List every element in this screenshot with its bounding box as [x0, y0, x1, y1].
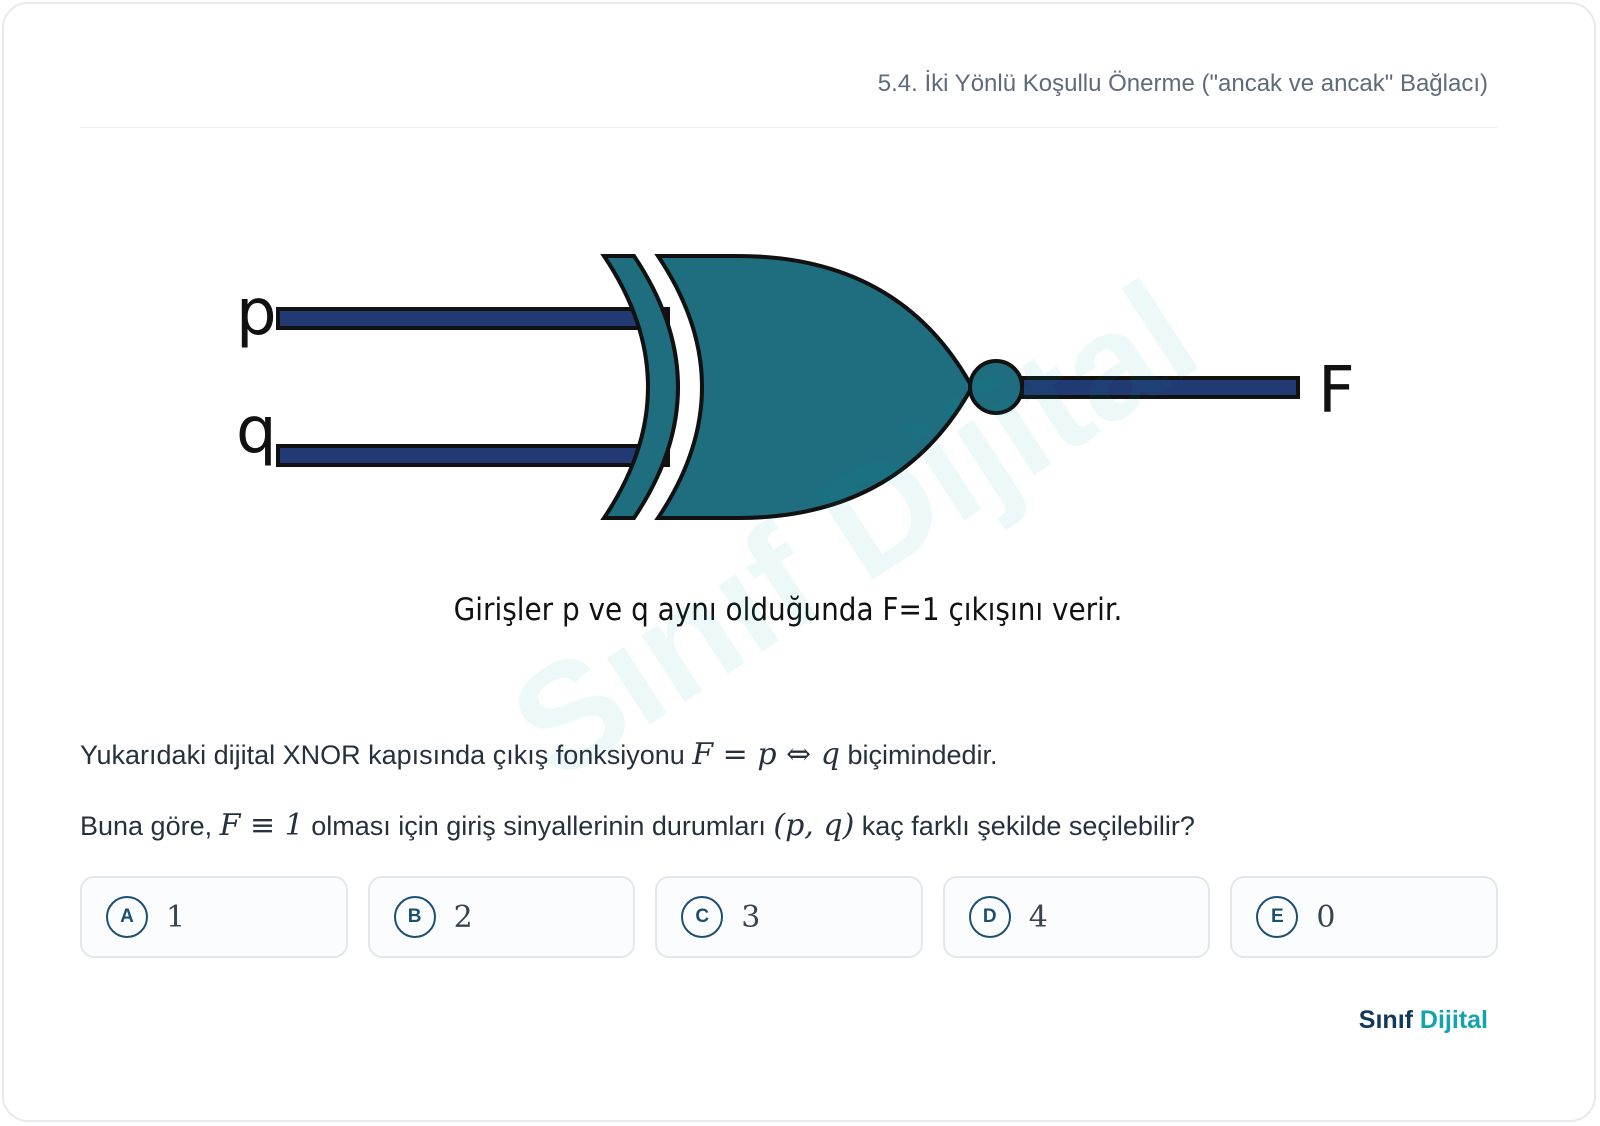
option-letter: B [393, 896, 436, 938]
question-text: olması için giriş sinyallerinin durumlar… [303, 811, 774, 841]
option-value: 3 [741, 899, 761, 935]
label-p: p [236, 276, 277, 350]
option-b[interactable]: B 2 [367, 876, 636, 958]
question-text: biçimindedir. [839, 740, 998, 770]
option-letter: C [681, 896, 724, 938]
option-a[interactable]: A 1 [80, 876, 348, 958]
option-d[interactable]: D 4 [942, 876, 1211, 958]
question-text: Yukarıdaki dijital XNOR kapısında çıkış … [80, 740, 693, 770]
xnor-gate-body [654, 254, 975, 520]
option-letter: E [1256, 896, 1299, 938]
option-value: 0 [1316, 899, 1336, 935]
option-letter: A [106, 896, 148, 938]
option-e[interactable]: E 0 [1230, 876, 1498, 958]
figure-caption: Girişler p ve q aynı olduğunda F=1 çıkış… [454, 592, 1123, 628]
question-text: kaç farklı şekilde seçilebilir? [854, 811, 1195, 841]
brand-part-2: Dijital [1419, 1006, 1488, 1034]
wire-f [1020, 376, 1300, 399]
option-value: 1 [166, 899, 186, 935]
question-line-1: Yukarıdaki dijital XNOR kapısında çıkış … [80, 737, 1520, 772]
wire-p [276, 307, 670, 330]
xnor-gate-diagram: p q F Girişler p ve q aynı olduğunda F=1… [236, 254, 1355, 628]
label-f: F [1318, 354, 1355, 428]
option-letter: D [968, 896, 1011, 938]
option-value: 4 [1028, 899, 1048, 935]
xnor-gate-figure: p q F Girişler p ve q aynı olduğunda F=1… [110, 194, 1490, 644]
question-text: Buna göre, [80, 811, 220, 841]
section-title: 5.4. İki Yönlü Koşullu Önerme ("ancak ve… [877, 70, 1488, 97]
brand-part-1: Sınıf [1358, 1006, 1413, 1034]
math-expression: (p, q) [773, 808, 855, 843]
label-q: q [236, 394, 277, 468]
brand-logo: Sınıf Dijital [1359, 1006, 1488, 1035]
answer-options: A 1 B 2 C 3 D 4 E 0 [80, 876, 1498, 958]
wire-q [276, 444, 670, 467]
xnor-back-arc [600, 254, 680, 520]
math-expression: F = p ⇔ q [692, 737, 840, 772]
question-line-2: Buna göre, F ≡ 1 olması için giriş sinya… [80, 808, 1520, 843]
header-divider [80, 127, 1498, 128]
inversion-bubble [968, 359, 1024, 415]
option-value: 2 [453, 899, 473, 935]
math-expression: F ≡ 1 [219, 808, 304, 843]
option-c[interactable]: C 3 [655, 876, 923, 958]
